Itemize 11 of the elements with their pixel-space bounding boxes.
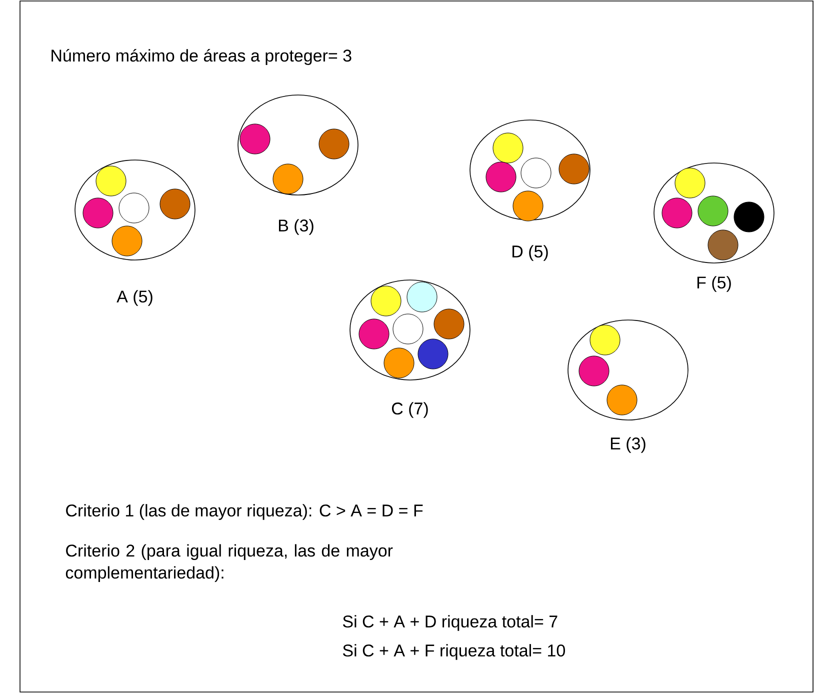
- area-label: E (3): [610, 437, 646, 453]
- area-label: A (5): [116, 290, 152, 306]
- note-text: Si C + A + F riqueza total= 10: [342, 644, 565, 660]
- area-label: F (5): [697, 276, 731, 292]
- area-label: D (5): [512, 245, 548, 261]
- note-text: Criterio 1 (las de mayor riqueza): C > A = D = F: [66, 504, 423, 520]
- note-text: Criterio 2 (para igual riqueza, las de mayor complementariedad):: [66, 544, 393, 582]
- area-label: C (7): [392, 402, 428, 418]
- area-label: B (3): [278, 219, 314, 235]
- note-text: Si C + A + D riqueza total= 7: [342, 615, 558, 631]
- note-text: Número máximo de áreas a proteger= 3: [52, 48, 352, 66]
